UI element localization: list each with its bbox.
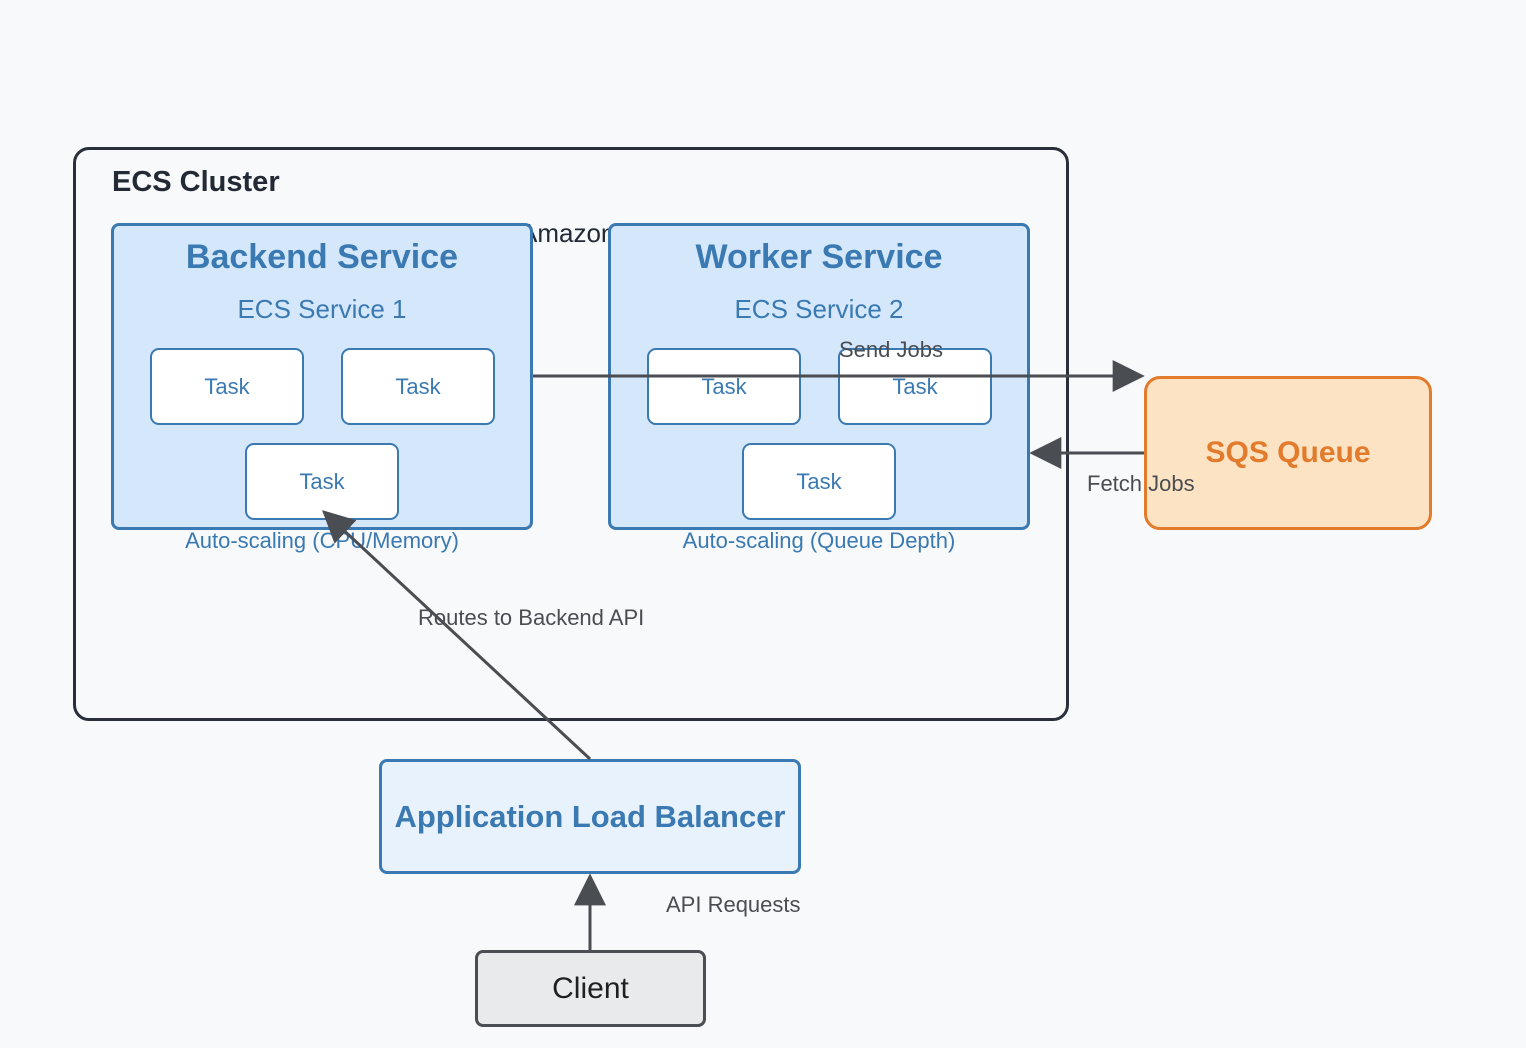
client-node[interactable]: Client [475,950,706,1027]
backend-task-1[interactable]: Task [150,348,304,425]
backend-service-title: Backend Service [185,238,459,276]
sqs-queue[interactable]: SQS Queue [1144,376,1432,530]
worker-task-1[interactable]: Task [647,348,801,425]
api-requests-label: API Requests [666,892,801,917]
backend-task-2[interactable]: Task [341,348,495,425]
client-label: Client [552,971,629,1005]
send-jobs-label: Send Jobs [839,337,943,362]
worker-service-subtitle: ECS Service 2 [734,294,904,324]
backend-task-3[interactable]: Task [245,443,399,520]
application-load-balancer[interactable]: Application Load Balancer [379,759,801,874]
worker-service-title: Worker Service [695,238,943,276]
routes-label: Routes to Backend API [418,605,645,630]
sqs-queue-label: SQS Queue [1205,436,1371,469]
fetch-jobs-label: Fetch Jobs [1087,471,1195,496]
ecs-cluster-title: ECS Cluster [112,166,280,198]
backend-scaling-note: Auto-scaling (CPU/Memory) [185,528,459,553]
routes-arrow [322,510,592,761]
alb-label: Application Load Balancer [394,798,786,834]
worker-scaling-note: Auto-scaling (Queue Depth) [682,528,956,553]
worker-task-2[interactable]: Task [838,348,992,425]
worker-task-3[interactable]: Task [742,443,896,520]
backend-service-subtitle: ECS Service 1 [237,294,407,324]
